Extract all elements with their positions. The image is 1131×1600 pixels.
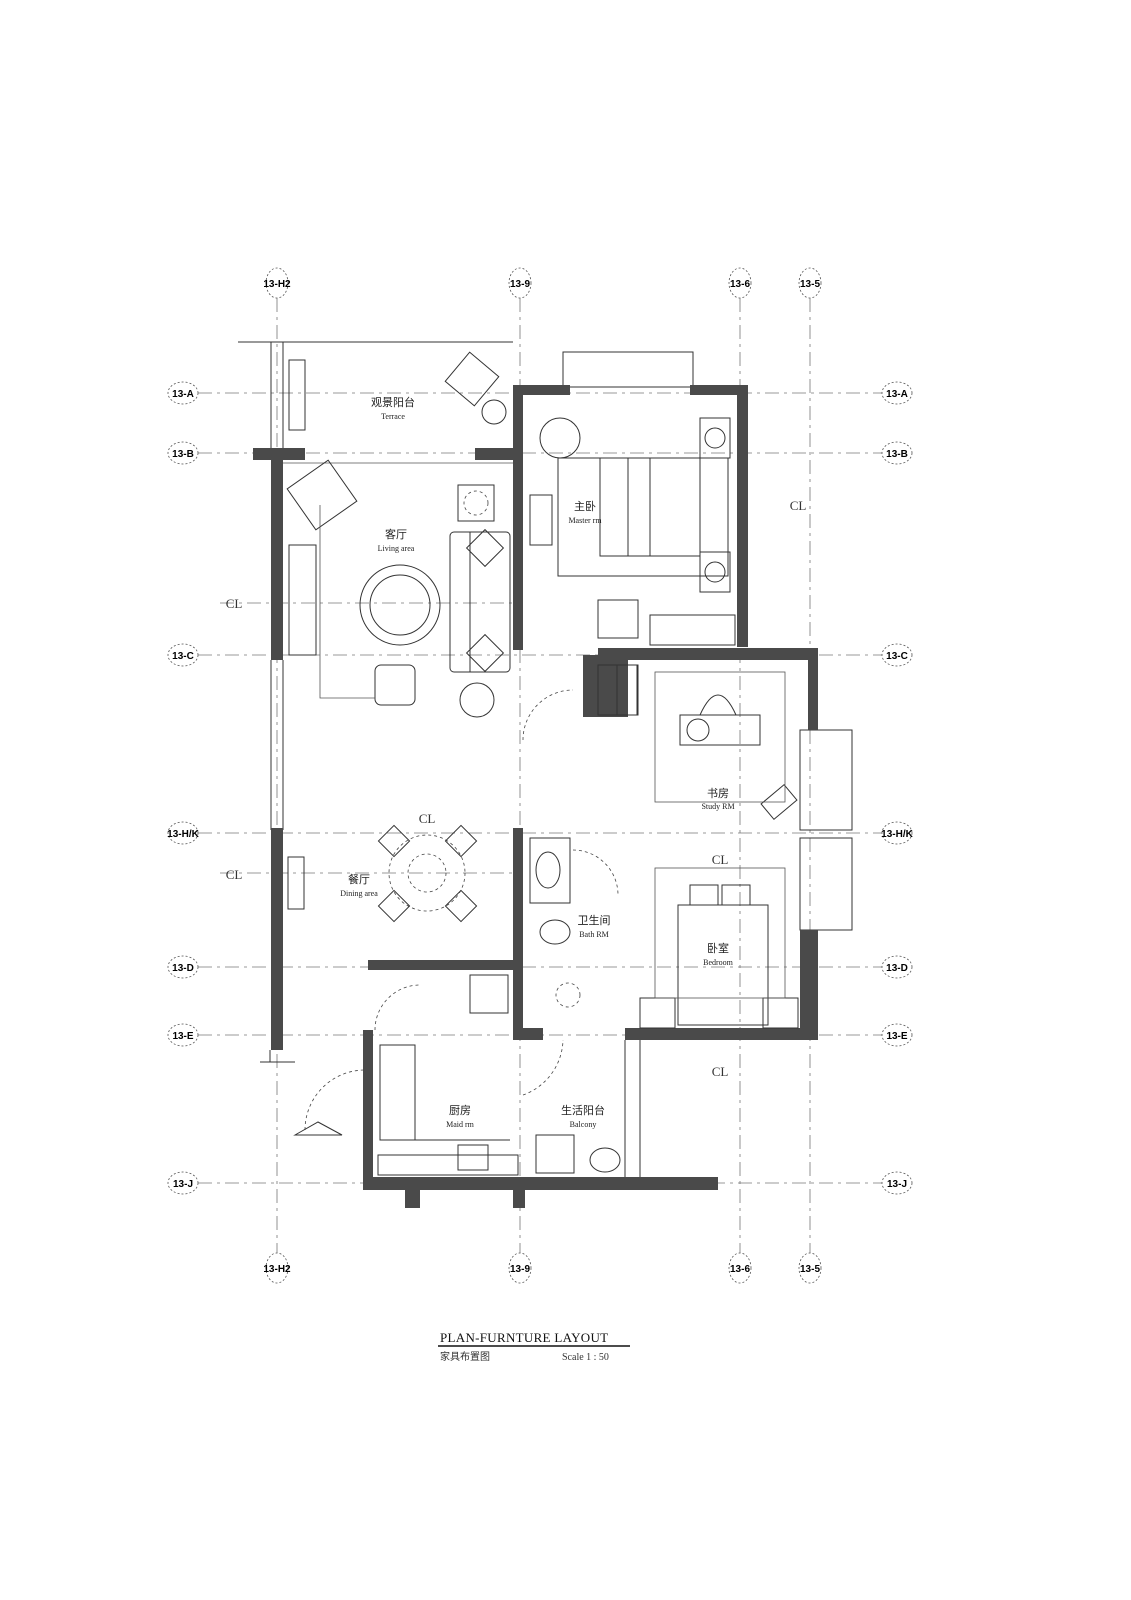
grid-label: 13-J	[173, 1179, 193, 1190]
centerline-marks: CL CL CL CL CL CL	[226, 498, 807, 1079]
dining-table	[388, 834, 466, 912]
grid-label: 13-A	[172, 389, 194, 400]
room-label-study-en: Study RM	[701, 802, 734, 811]
drawing-title: PLAN-FURNTURE LAYOUT	[440, 1330, 608, 1345]
terrace-chair	[444, 351, 500, 407]
room-label-balcony-en: Balcony	[570, 1120, 597, 1129]
sideboard	[287, 856, 305, 910]
room-label-living-en: Living area	[378, 544, 415, 553]
room-labels: 观景阳台 Terrace 客厅 Living area 主卧 Master rm…	[340, 395, 734, 1129]
room-label-bath-en: Bath RM	[579, 930, 609, 939]
furniture	[286, 351, 799, 1176]
room-label-terrace-cn: 观景阳台	[371, 395, 415, 409]
room-label-balcony-cn: 生活阳台	[561, 1103, 605, 1117]
terrace-table	[481, 399, 507, 425]
cl-mark: CL	[226, 596, 243, 611]
room-label-bath-cn: 卫生间	[578, 913, 611, 927]
grid-label: 13-5	[800, 279, 820, 290]
row-bubbles-left: 13-A 13-B 13-C 13-H/K 13-D 13-E 13-J	[167, 381, 200, 1195]
column-bubbles-bottom: 13-H2 13-9 13-6 13-5	[263, 1252, 822, 1284]
room-label-dining-en: Dining area	[340, 889, 378, 898]
room-label-maid-cn: 厨房	[449, 1104, 471, 1117]
round-chair	[539, 417, 581, 459]
cl-mark: CL	[226, 867, 243, 882]
grid-label: 13-H/K	[881, 829, 913, 840]
grid-label: 13-A	[886, 389, 908, 400]
room-label-living-cn: 客厅	[385, 527, 407, 541]
kitchen-base	[377, 1154, 519, 1176]
room-label-dining-cn: 餐厅	[348, 872, 370, 886]
cl-mark: CL	[712, 1064, 729, 1079]
sofa	[449, 531, 511, 673]
room-label-maid-en: Maid rm	[446, 1120, 475, 1129]
study-chair	[699, 694, 737, 716]
basin	[589, 1147, 621, 1173]
drawing-scale: Scale 1 : 50	[562, 1352, 609, 1363]
room-label-master-cn: 主卧	[574, 500, 596, 513]
wardrobe	[649, 614, 736, 646]
kitchen-counter	[379, 1044, 416, 1141]
room-label-master-en: Master rm	[568, 516, 602, 525]
nightstand	[699, 417, 731, 459]
grid-label: 13-D	[886, 963, 908, 974]
column-bubbles-top: 13-H2 13-9 13-6 13-5	[263, 267, 822, 299]
grid-label: 13-6	[730, 1264, 750, 1275]
drawing-title-block: PLAN-FURNTURE LAYOUT 家具布置图 Scale 1 : 50	[438, 1330, 630, 1363]
grid-label: 13-C	[172, 651, 194, 662]
desk	[597, 599, 639, 639]
drawing-subtitle: 家具布置图	[440, 1350, 490, 1363]
grid-label: 13-H/K	[167, 829, 199, 840]
entrance-arrow	[293, 1121, 343, 1136]
terrace-bench	[288, 359, 306, 431]
grid-label: 13-H2	[263, 279, 291, 290]
grid-label: 13-9	[510, 279, 530, 290]
cl-mark: CL	[790, 498, 807, 513]
grid-label: 13-B	[886, 449, 908, 460]
grid-label: 13-J	[887, 1179, 907, 1190]
toilet	[539, 919, 571, 945]
side-table	[457, 484, 495, 522]
cl-mark: CL	[712, 852, 729, 867]
cl-mark: CL	[419, 811, 436, 826]
grid-label: 13-E	[886, 1031, 907, 1042]
grid-label: 13-6	[730, 279, 750, 290]
round-side-table	[459, 682, 495, 718]
grid-label: 13-D	[172, 963, 194, 974]
room-label-study-cn: 书房	[707, 787, 729, 800]
grid-label: 13-B	[172, 449, 194, 460]
grid-label: 13-9	[510, 1264, 530, 1275]
room-label-bedroom-en: Bedroom	[703, 958, 734, 967]
washing-machine	[535, 1134, 575, 1174]
grid-label: 13-C	[886, 651, 908, 662]
outline-lines	[238, 341, 853, 1185]
room-label-bedroom-cn: 卧室	[707, 941, 729, 955]
row-bubbles-right: 13-A 13-B 13-C 13-H/K 13-D 13-E 13-J	[881, 381, 914, 1195]
walls	[253, 385, 818, 1208]
lounge-chair	[374, 664, 416, 706]
coffee-table	[359, 564, 441, 646]
vanity	[529, 837, 571, 904]
grid-label: 13-H2	[263, 1264, 291, 1275]
study-desk	[679, 714, 761, 746]
shower	[555, 982, 581, 1008]
grid-label: 13-5	[800, 1264, 820, 1275]
room-label-terrace-en: Terrace	[381, 412, 405, 421]
armchair	[286, 459, 358, 531]
bedroom-nightstand	[639, 997, 676, 1029]
grid-label: 13-E	[172, 1031, 193, 1042]
tv-console	[288, 544, 317, 656]
